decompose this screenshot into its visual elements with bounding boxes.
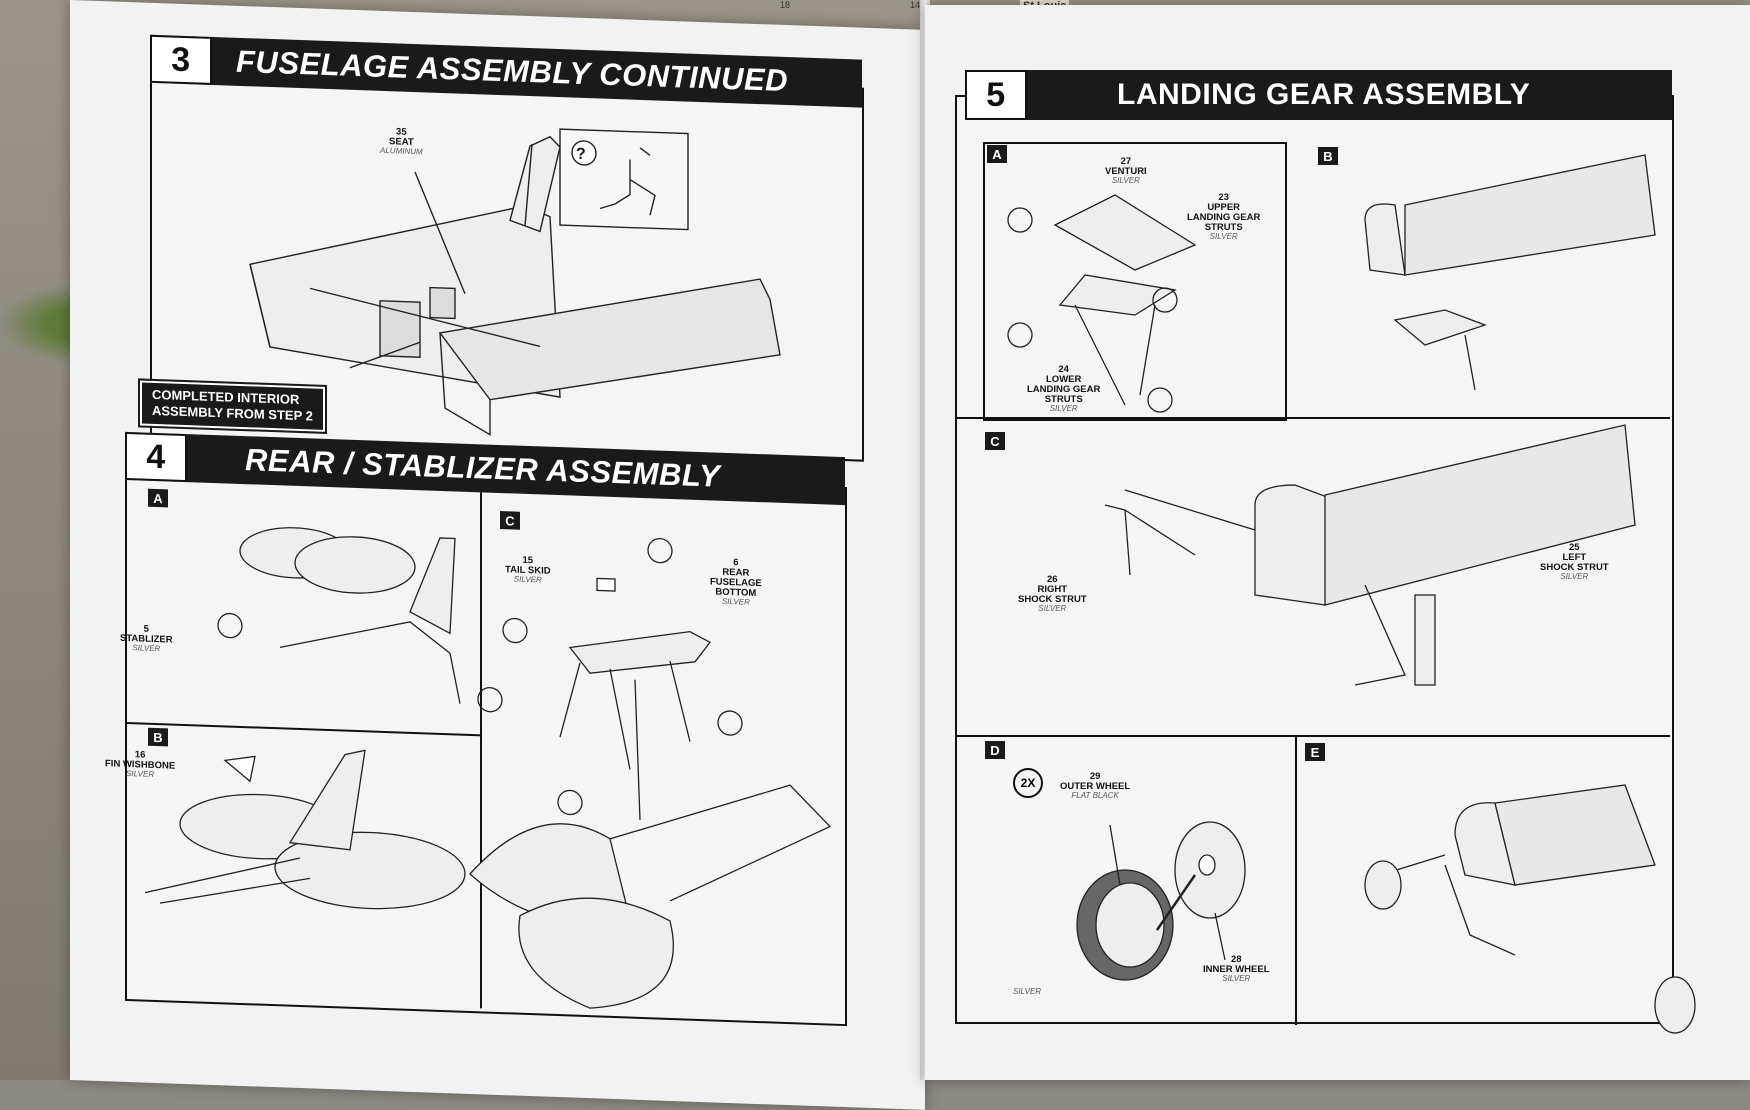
outer-wheel-callout: 29 OUTER WHEEL FLAT BLACK xyxy=(1060,771,1131,800)
panel-5b-label: B xyxy=(1318,147,1338,165)
divider-de xyxy=(955,735,1670,737)
divider-c xyxy=(955,417,1670,419)
panel-5e-label: E xyxy=(1305,743,1325,761)
inner-wheel-callout: 28 INNER WHEEL SILVER xyxy=(1203,954,1270,983)
step3-drawing: ? xyxy=(249,128,781,436)
divider-d-e xyxy=(1295,735,1297,1025)
panel-5a-label: A xyxy=(987,145,1007,163)
tire-color-callout: SILVER xyxy=(1013,987,1042,996)
venturi-callout: 27 VENTURI SILVER xyxy=(1105,156,1147,185)
left-shock-strut-callout: 25 LEFT SHOCK STRUT SILVER xyxy=(1540,542,1609,581)
lower-struts-callout: 24 LOWER LANDING GEAR STRUTS SILVER xyxy=(1027,364,1101,413)
stablizer-callout: 5 STABLIZER SILVER xyxy=(120,623,173,654)
step5-banner: 5 LANDING GEAR ASSEMBLY xyxy=(965,70,1672,120)
question-icon: ? xyxy=(576,146,586,163)
right-shock-strut-callout: 26 RIGHT SHOCK STRUT SILVER xyxy=(1018,574,1087,613)
panel-5c-label: C xyxy=(985,432,1005,450)
left-page: 3 FUSELAGE ASSEMBLY CONTINUED ? xyxy=(70,0,925,1110)
panel-a-frame xyxy=(983,142,1287,421)
panel-5d-label: D xyxy=(985,741,1005,759)
step5-number: 5 xyxy=(965,70,1027,120)
quantity-2x-icon: 2X xyxy=(1013,768,1043,798)
upper-struts-callout: 23 UPPER LANDING GEAR STRUTS SILVER xyxy=(1187,192,1261,241)
step4-drawing xyxy=(144,527,832,1009)
step5-drawing xyxy=(1007,154,1696,1034)
rear-fuselage-bottom-callout: 6 REAR FUSELAGE BOTTOM SILVER xyxy=(710,557,762,607)
right-page: 5 LANDING GEAR ASSEMBLY A B C D E xyxy=(925,5,1750,1080)
step5-title: LANDING GEAR ASSEMBLY xyxy=(1117,78,1531,111)
fin-wishbone-callout: 16 FIN WISHBONE SILVER xyxy=(105,749,176,779)
tail-skid-callout: 15 TAIL SKID SILVER xyxy=(505,554,551,585)
